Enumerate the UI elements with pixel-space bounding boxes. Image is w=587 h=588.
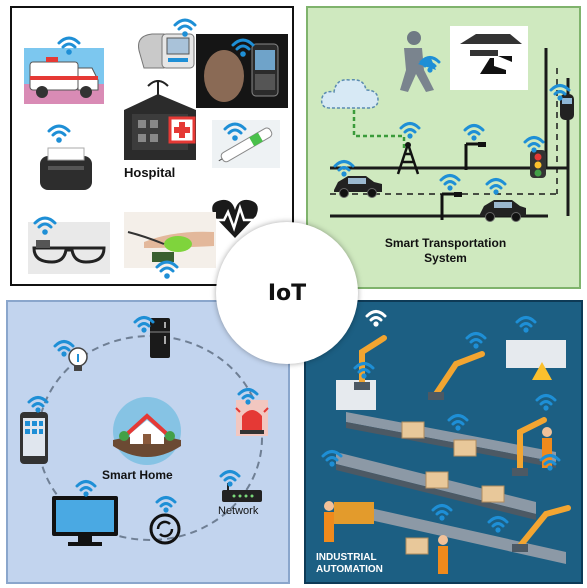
smart-home-panel: Smart Home Network [6, 300, 290, 584]
wifi-icon [365, 310, 387, 327]
wifi-icon [133, 316, 155, 333]
street-lamp-icon [464, 142, 486, 170]
wifi-icon [431, 504, 453, 521]
alarm-icon [235, 400, 269, 436]
wifi-icon [439, 174, 461, 191]
robot-arm-icon [359, 335, 571, 549]
street-lamp-icon [440, 192, 462, 220]
wifi-icon [539, 454, 561, 471]
wifi-icon [487, 516, 509, 533]
wifi-icon [353, 362, 375, 379]
conveyor-belt-icon [336, 412, 566, 564]
iot-hub-circle: IoT [216, 222, 358, 364]
wifi-icon [47, 124, 71, 143]
ambulance-icon [24, 48, 104, 104]
wifi-icon [549, 84, 571, 101]
hospital-panel: Hospital [10, 6, 294, 286]
home-network-ring [37, 335, 263, 541]
hospital-building-icon [124, 80, 196, 160]
wifi-icon [27, 396, 49, 413]
cloud-icon [320, 78, 379, 109]
thermostat-icon [149, 513, 181, 545]
industry-label-line2: AUTOMATION [316, 564, 383, 575]
monitor-icon [52, 496, 118, 546]
transport-label-line2: System [424, 251, 467, 265]
wifi-icon [219, 470, 241, 487]
wifi-icon [399, 122, 421, 139]
iot-title: IoT [267, 280, 307, 306]
printer-icon [40, 147, 92, 190]
wifi-icon [57, 36, 81, 55]
smart-glasses-icon [28, 222, 110, 274]
wifi-icon [155, 260, 179, 279]
wifi-icon [223, 122, 247, 141]
wifi-icon [231, 38, 255, 57]
blood-pressure-monitor-icon [138, 33, 195, 69]
car-icon [334, 176, 382, 198]
wifi-icon [515, 316, 537, 333]
network-label: Network [218, 505, 259, 517]
wifi-icon [173, 18, 197, 37]
wifi-icon [419, 56, 441, 73]
industrial-automation-label: INDUSTRIAL AUTOMATION [316, 552, 383, 576]
house-icon [113, 397, 181, 465]
tablet-icon [20, 412, 48, 464]
car-icon [560, 94, 574, 120]
worker-icon [324, 427, 552, 574]
transport-label-line1: Smart Transportation [384, 236, 507, 250]
heart-rate-icon [212, 199, 258, 238]
wifi-icon [155, 496, 177, 513]
factory-scene [324, 335, 571, 574]
car-icon [480, 200, 526, 222]
refrigerator-icon [150, 318, 170, 358]
wifi-icon [485, 178, 507, 195]
wifi-icon [75, 480, 97, 497]
airplane-icon [450, 26, 528, 90]
wifi-icon [237, 388, 259, 405]
wifi-icon [463, 124, 485, 141]
transport-label: Smart Transportation System [308, 236, 579, 266]
hospital-label: Hospital [124, 165, 176, 180]
wifi-icon [321, 450, 343, 467]
light-bulb-icon [68, 347, 88, 371]
traffic-light-icon [530, 150, 546, 178]
wifi-icon [447, 414, 469, 431]
industrial-automation-panel: INDUSTRIAL AUTOMATION [304, 300, 583, 584]
industry-label-line1: INDUSTRIAL [316, 552, 377, 563]
wifi-icon [535, 394, 557, 411]
wifi-icon [465, 332, 487, 349]
wifi-icon [523, 136, 545, 153]
transport-panel: Smart Transportation System [306, 6, 581, 289]
wifi-icon [333, 160, 355, 177]
wifi-icon [33, 216, 57, 235]
smart-home-label: Smart Home [102, 468, 173, 482]
cell-tower-icon [396, 142, 420, 175]
finger-sensor-icon [124, 212, 216, 268]
wifi-icon [53, 340, 75, 357]
